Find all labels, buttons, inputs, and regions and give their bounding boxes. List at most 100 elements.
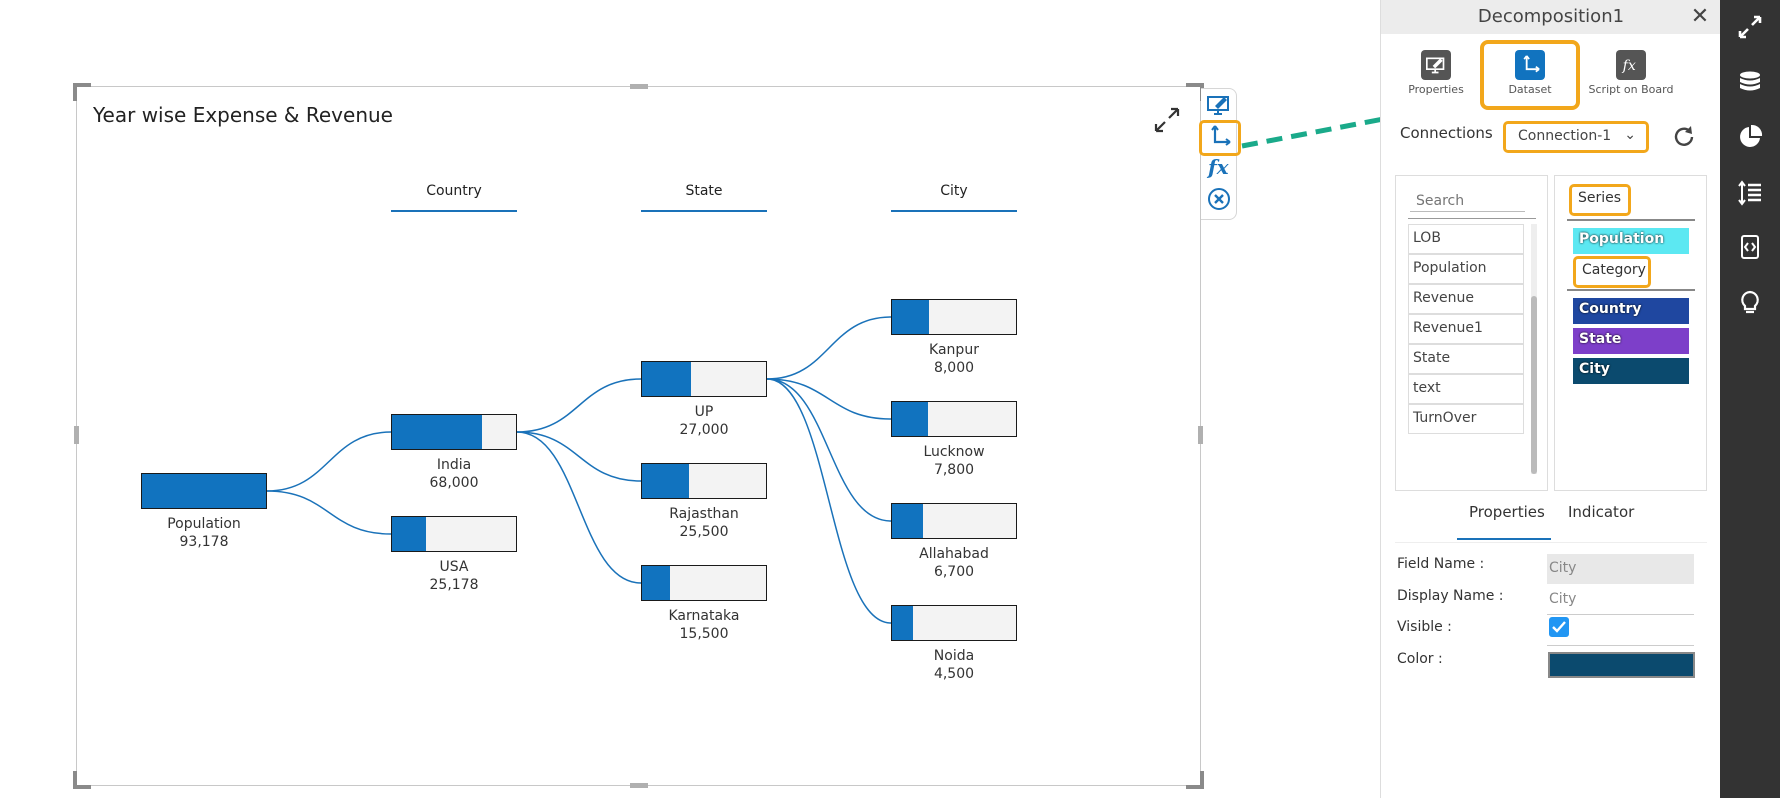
- close-circle-icon: [1208, 188, 1230, 210]
- properties-tool-button[interactable]: [1205, 91, 1233, 119]
- field-item[interactable]: Population: [1408, 254, 1524, 284]
- right-rail: [1720, 0, 1780, 798]
- category-chip-country[interactable]: Country: [1573, 298, 1689, 324]
- field-item[interactable]: Revenue: [1408, 284, 1524, 314]
- resize-corner-tl[interactable]: [73, 83, 91, 101]
- script-tool-button[interactable]: fx: [1205, 153, 1233, 181]
- tab-dataset-label: Dataset: [1508, 83, 1552, 96]
- level-header[interactable]: City: [940, 183, 968, 199]
- dataset-tool-highlight: [1199, 120, 1241, 156]
- level-header[interactable]: Country: [426, 183, 482, 199]
- resize-handle-bottom[interactable]: [630, 783, 648, 788]
- tree-node-bar[interactable]: [641, 565, 767, 601]
- sub-tab-indicator[interactable]: Indicator: [1568, 503, 1635, 521]
- tree-node-fill: [892, 504, 923, 538]
- axis-icon: [1523, 55, 1540, 73]
- level-header[interactable]: State: [685, 183, 723, 199]
- level-header-underline: [641, 210, 767, 212]
- tab-dataset[interactable]: Dataset: [1490, 46, 1570, 106]
- panel-header: Decomposition1: [1381, 0, 1721, 34]
- tree-node-bar[interactable]: [391, 414, 517, 450]
- resize-handle-right[interactable]: [1198, 426, 1203, 444]
- check-icon: [1552, 621, 1566, 633]
- dataset-tab-highlight: [1480, 40, 1580, 110]
- lightbulb-icon[interactable]: [1737, 290, 1763, 316]
- connection-select[interactable]: Connection-1 ⌄: [1503, 121, 1649, 153]
- tree-node-bar[interactable]: [891, 401, 1017, 437]
- tab-script-on-board[interactable]: fx Script on Board: [1581, 46, 1681, 106]
- tree-connector: [516, 378, 642, 433]
- tree-node-bar[interactable]: [891, 299, 1017, 335]
- tree-node-fill: [892, 300, 929, 334]
- field-item[interactable]: text: [1408, 374, 1524, 404]
- tree-connector: [766, 316, 892, 380]
- color-label: Color :: [1397, 651, 1443, 667]
- tree-node-bar[interactable]: [891, 503, 1017, 539]
- category-chip-city[interactable]: City: [1573, 358, 1689, 384]
- properties-panel: Decomposition1 ✕ Properties Dataset fx S…: [1380, 0, 1721, 798]
- sort-list-icon[interactable]: [1737, 180, 1763, 206]
- resize-corner-bl[interactable]: [73, 771, 91, 789]
- dataset-tool-button[interactable]: [1205, 123, 1233, 151]
- series-chip-population[interactable]: Population: [1573, 228, 1689, 254]
- tab-properties[interactable]: Properties: [1396, 46, 1476, 106]
- display-name-field[interactable]: City: [1547, 585, 1694, 615]
- tree-connector: [516, 431, 642, 482]
- script-doc-icon[interactable]: [1737, 234, 1763, 260]
- field-list-scrollbar[interactable]: [1531, 224, 1537, 474]
- field-item[interactable]: TurnOver: [1408, 404, 1524, 434]
- category-chip-state[interactable]: State: [1573, 328, 1689, 354]
- pie-chart-icon[interactable]: [1737, 124, 1763, 150]
- field-name-label: Field Name :: [1397, 556, 1485, 572]
- field-item[interactable]: Revenue1: [1408, 314, 1524, 344]
- sub-tabs: Properties Indicator: [1395, 491, 1707, 543]
- tree-node-bar[interactable]: [891, 605, 1017, 641]
- visible-label: Visible :: [1397, 619, 1452, 635]
- category-label: Category: [1573, 256, 1651, 288]
- series-category-box: Series Population Category Country State…: [1554, 175, 1707, 491]
- tree-node-bar[interactable]: [641, 463, 767, 499]
- close-icon[interactable]: ✕: [1690, 4, 1710, 29]
- tree-connector: [766, 378, 892, 420]
- refresh-icon[interactable]: [1671, 124, 1697, 150]
- database-icon[interactable]: [1737, 70, 1763, 96]
- tree-node-fill: [642, 566, 671, 600]
- remove-tool-button[interactable]: [1205, 185, 1233, 213]
- axis-icon: [1211, 125, 1231, 146]
- tree-node-bar[interactable]: [391, 516, 517, 552]
- expand-icon[interactable]: [1152, 105, 1182, 135]
- display-name-label: Display Name :: [1397, 588, 1504, 604]
- field-item[interactable]: LOB: [1408, 224, 1524, 254]
- series-label: Series: [1569, 184, 1631, 216]
- resize-corner-br[interactable]: [1186, 771, 1204, 789]
- expand-arrows-icon[interactable]: [1737, 14, 1763, 40]
- color-picker[interactable]: [1548, 652, 1695, 678]
- sub-tab-properties[interactable]: Properties: [1469, 503, 1545, 521]
- tree-node-fill: [392, 415, 483, 449]
- decomposition-tree: [266, 316, 892, 624]
- search-input[interactable]: [1410, 190, 1525, 212]
- tree-connector: [516, 431, 642, 584]
- dashboard-canvas: Year wise Expense & Revenue Country State…: [73, 83, 1241, 789]
- resize-handle-top[interactable]: [630, 84, 648, 89]
- decomposition-widget[interactable]: Year wise Expense & Revenue Country State…: [76, 86, 1201, 786]
- tree-node-bar[interactable]: [141, 473, 267, 509]
- tree-connector: [266, 490, 392, 535]
- field-item[interactable]: State: [1408, 344, 1524, 374]
- tab-properties-label: Properties: [1408, 83, 1464, 96]
- panel-title: Decomposition1: [1477, 6, 1625, 27]
- tree-node-bar[interactable]: [641, 361, 767, 397]
- visible-checkbox[interactable]: [1549, 617, 1569, 637]
- tree-node-fill: [892, 402, 928, 436]
- svg-text:fx: fx: [1206, 155, 1230, 179]
- chart-title: Year wise Expense & Revenue: [93, 103, 393, 127]
- resize-handle-left[interactable]: [74, 426, 79, 444]
